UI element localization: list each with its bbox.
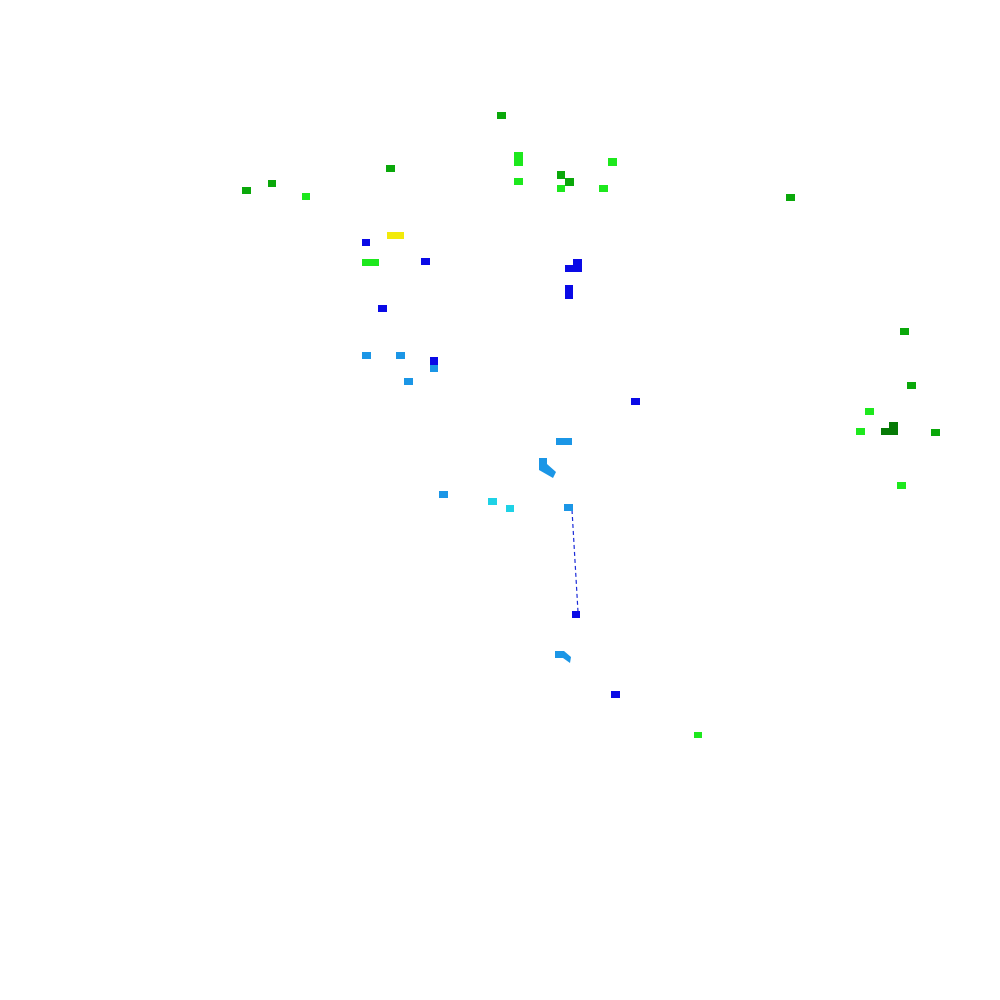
map-marker-bright-green[interactable] [514,178,523,185]
map-marker-green[interactable] [565,178,574,186]
map-marker-bright-green[interactable] [514,152,523,166]
map-marker-sky-blue[interactable] [430,365,438,372]
map-marker-sky-blue[interactable] [404,378,413,385]
map-marker-blue[interactable] [378,305,387,312]
route-dashed-line [571,509,579,613]
map-marker-bright-green[interactable] [362,259,379,266]
map-marker-blue[interactable] [362,239,370,246]
map-marker-sky-blue[interactable] [556,438,572,445]
map-marker-blue[interactable] [611,691,620,698]
map-marker-sky-blue[interactable] [555,651,571,663]
map-marker-green[interactable] [931,429,940,436]
map-marker-cyan[interactable] [506,505,514,512]
map-marker-sky-blue[interactable] [439,491,448,498]
map-marker-green[interactable] [557,171,565,179]
map-marker-green[interactable] [786,194,795,201]
map-marker-blue[interactable] [421,258,430,265]
map-marker-bright-green[interactable] [897,482,906,489]
map-marker-green[interactable] [497,112,506,119]
map-marker-sky-blue[interactable] [539,458,556,478]
map-marker-deep-green[interactable] [881,422,898,435]
map-marker-blue[interactable] [430,357,438,365]
map-marker-bright-green[interactable] [608,158,617,166]
map-marker-sky-blue[interactable] [396,352,405,359]
map-marker-bright-green[interactable] [302,193,310,200]
map-marker-bright-green[interactable] [856,428,865,435]
map-marker-green[interactable] [386,165,395,172]
map-marker-blue[interactable] [565,285,573,299]
map-marker-blue[interactable] [572,611,580,618]
map-marker-bright-green[interactable] [557,185,565,192]
map-marker-green[interactable] [242,187,251,194]
map-marker-green[interactable] [268,180,276,187]
map-marker-cyan[interactable] [488,498,497,505]
map-marker-bright-green[interactable] [599,185,608,192]
map-marker-sky-blue[interactable] [564,504,573,511]
map-marker-blue[interactable] [631,398,640,405]
map-marker-blue[interactable] [565,259,582,272]
map-marker-green[interactable] [900,328,909,335]
map-marker-yellow[interactable] [387,232,404,239]
map-marker-bright-green[interactable] [865,408,874,415]
map-marker-sky-blue[interactable] [362,352,371,359]
map-marker-green[interactable] [907,382,916,389]
map-marker-bright-green[interactable] [694,732,702,738]
